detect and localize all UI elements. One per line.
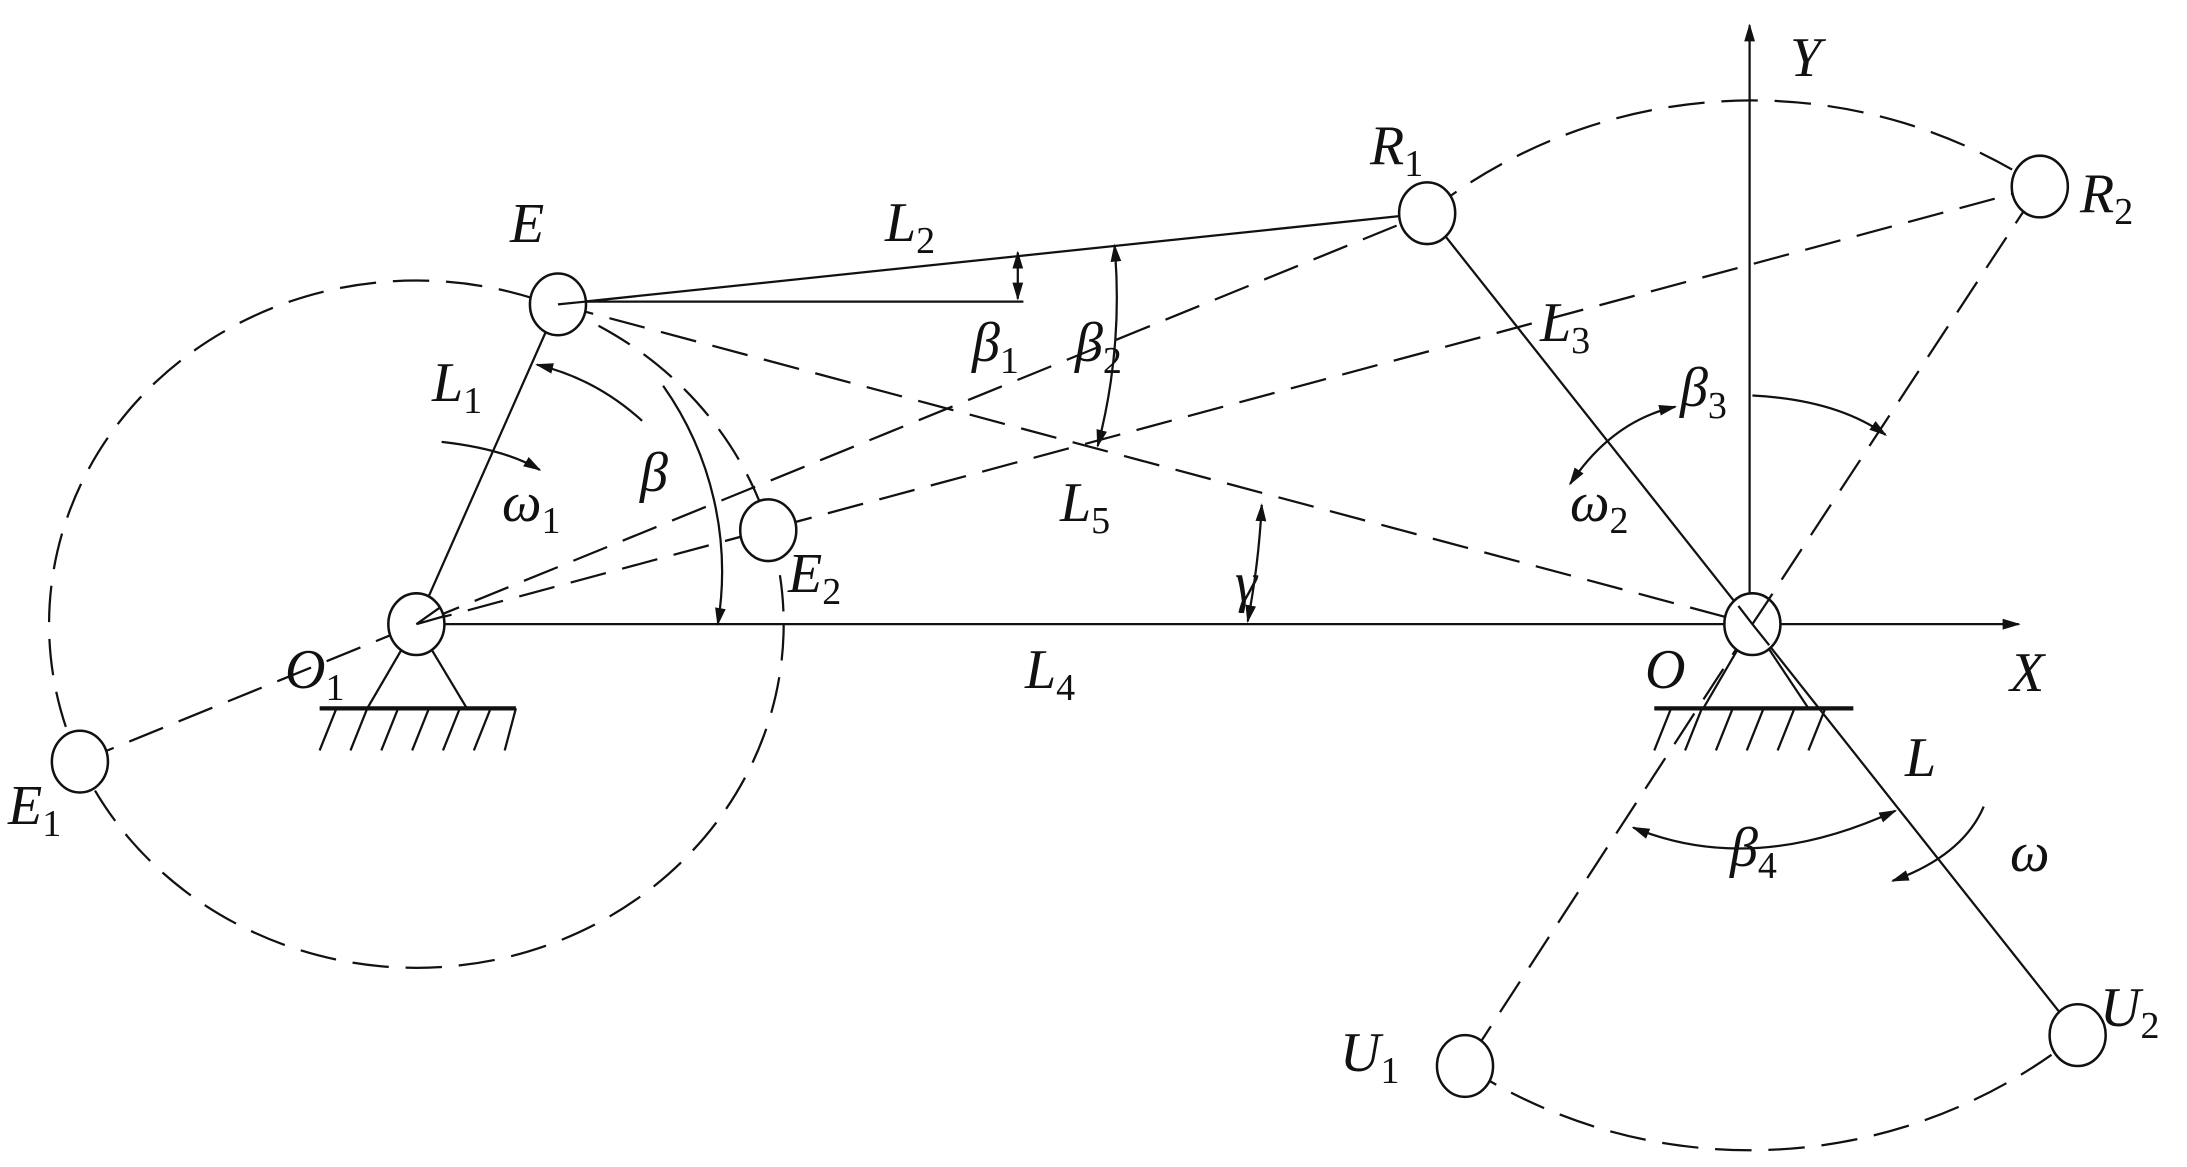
label-L2: L2 xyxy=(885,192,936,262)
label-omega2: ω2 xyxy=(1570,472,1629,542)
line-O1-R2 xyxy=(416,185,2041,626)
beta-arc xyxy=(662,385,726,626)
label-E1: E1 xyxy=(8,775,62,845)
label-beta2: β2 xyxy=(1075,312,1122,382)
beta2-arc xyxy=(1096,243,1122,448)
label-X: X xyxy=(2010,642,2045,704)
label-L5: L5 xyxy=(1060,472,1111,542)
beta3-arc xyxy=(1752,394,1888,436)
joint-U1 xyxy=(1435,1033,1495,1099)
label-L1: L1 xyxy=(432,352,483,422)
link-L2 xyxy=(557,212,1428,306)
joint-R2 xyxy=(2010,154,2070,219)
label-beta4: β4 xyxy=(1730,817,1777,887)
link-L xyxy=(1751,623,2079,1036)
link-L5 xyxy=(557,303,1753,626)
joint-E1 xyxy=(50,729,110,794)
label-L4: L4 xyxy=(1025,639,1076,709)
label-U2: U2 xyxy=(2100,977,2160,1047)
label-beta: β xyxy=(640,442,668,504)
label-beta3: β3 xyxy=(1680,357,1727,427)
label-R1: R1 xyxy=(1370,115,1424,185)
label-E2: E2 xyxy=(788,543,842,613)
joint-U2 xyxy=(2048,1003,2107,1068)
label-Y: Y xyxy=(1790,27,1822,89)
label-beta1: β1 xyxy=(972,312,1019,382)
omega2-arc xyxy=(1569,405,1678,486)
label-O: O xyxy=(1645,639,1686,701)
label-omega1: ω1 xyxy=(502,472,561,542)
line-O-U1 xyxy=(1464,623,1754,1067)
joint-E xyxy=(528,272,588,337)
omega1-arrow xyxy=(441,440,542,471)
L1-rotation-arrow xyxy=(535,363,643,422)
label-U1: U1 xyxy=(1340,1022,1400,1092)
output-arc-bottom xyxy=(1464,1034,2079,1152)
label-gamma: γ xyxy=(1235,552,1258,614)
label-L3: L3 xyxy=(1540,292,1591,362)
label-E: E xyxy=(510,193,545,255)
label-L: L xyxy=(1905,727,1937,789)
joint-connectors xyxy=(415,300,1771,646)
joint-E2 xyxy=(738,498,798,563)
joint-R1 xyxy=(1397,181,1457,246)
link-L1 xyxy=(415,303,559,625)
line-E1-R1 xyxy=(79,212,1428,763)
omega-arrow xyxy=(1890,806,1985,882)
label-O1: O1 xyxy=(285,639,345,709)
label-R2: R2 xyxy=(2080,163,2134,233)
beta4-arc xyxy=(1631,809,1898,850)
label-omega: ω xyxy=(2010,822,2050,884)
gamma-arrow xyxy=(1245,503,1267,624)
line-O-R2 xyxy=(1751,185,2041,625)
rocker-arc-top xyxy=(1426,99,2041,215)
